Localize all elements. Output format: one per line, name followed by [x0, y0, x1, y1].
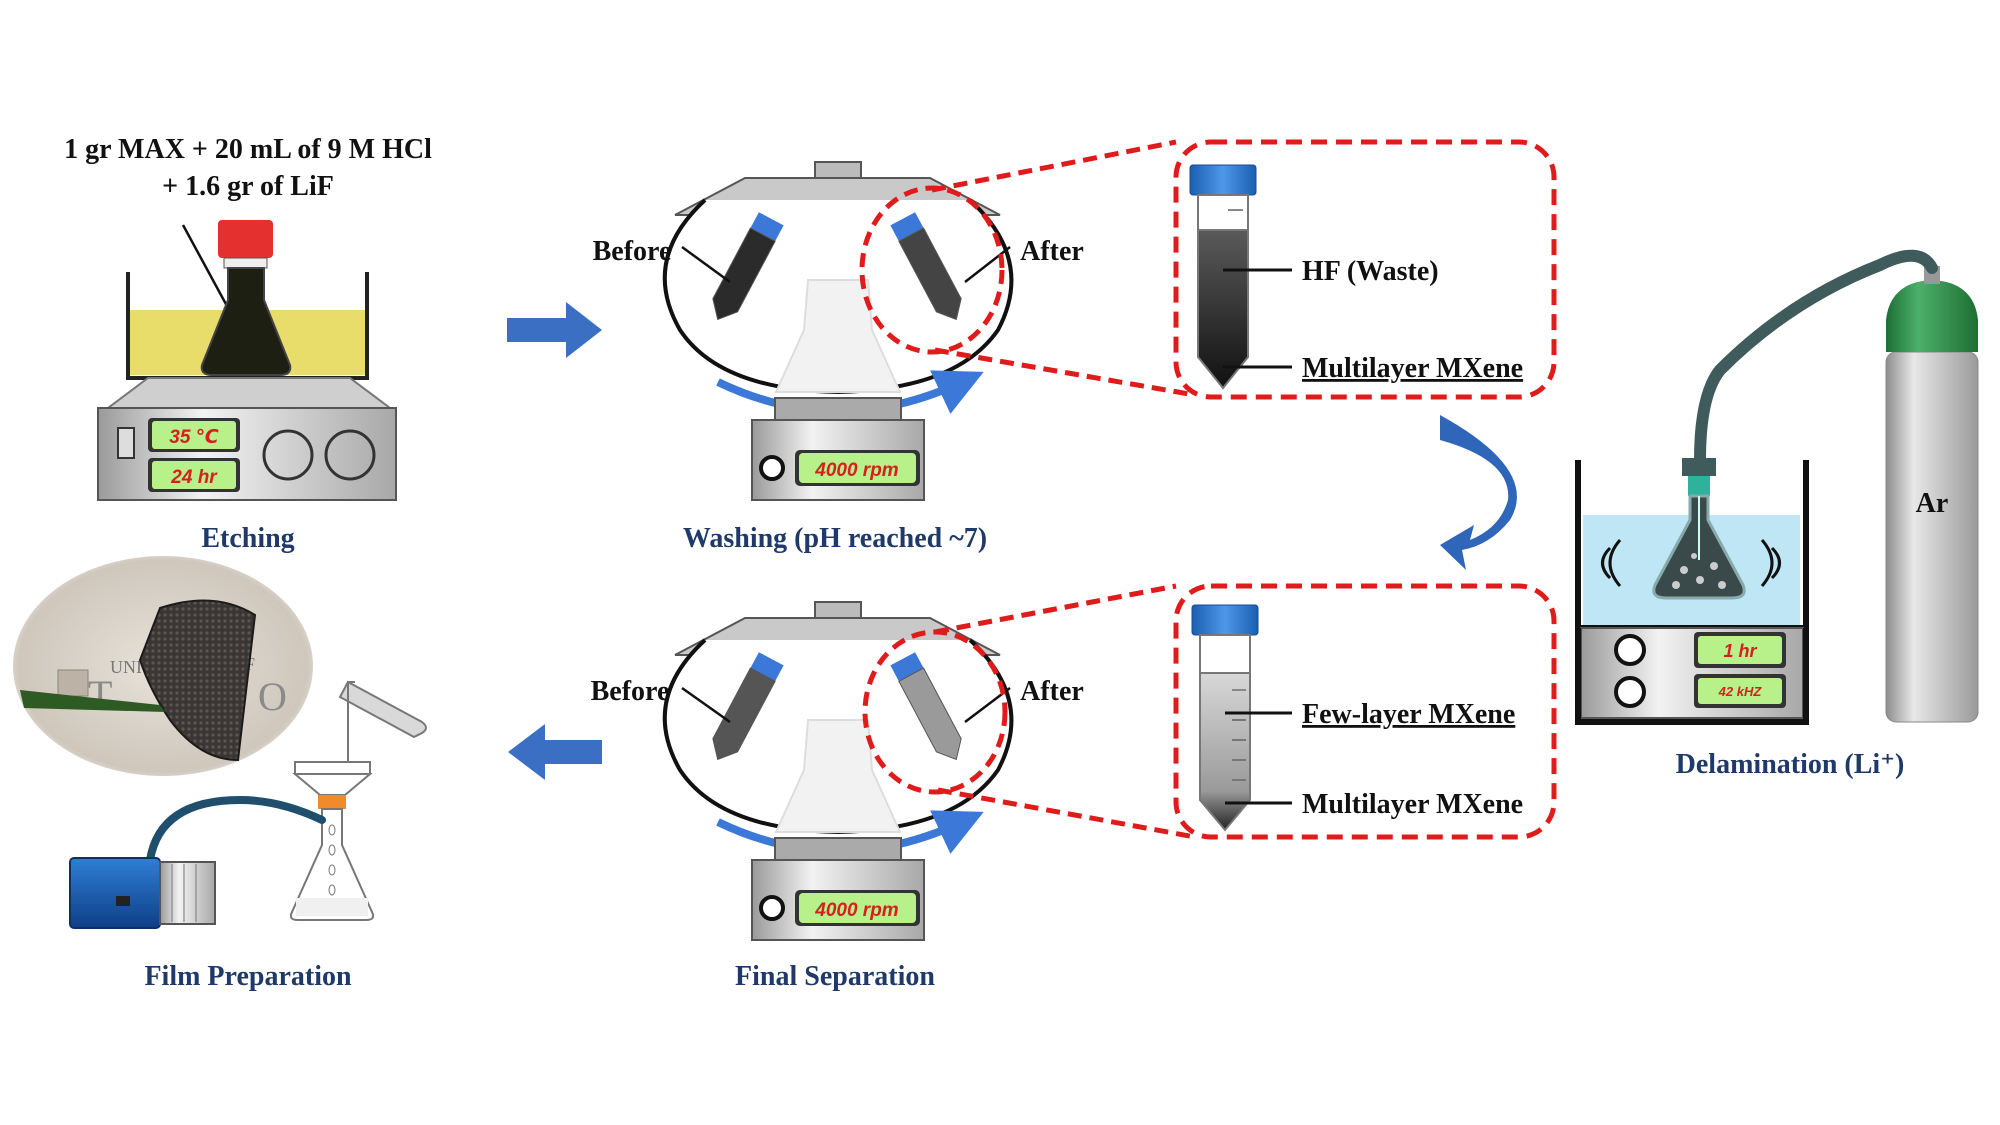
gas-hose [1694, 249, 1938, 466]
wave-icon [1760, 539, 1774, 587]
final-zoom: Few-layer MXene Multilayer MXene [862, 583, 1557, 840]
hf-waste-label: HF (Waste) [1302, 256, 1439, 287]
rpm-display: 4000 rpm [795, 890, 920, 926]
tube-detail-separated [1191, 604, 1259, 832]
tube-before [712, 212, 784, 321]
frequency-display: 42 kHZ [1694, 674, 1786, 708]
hotplate-body [97, 407, 397, 501]
vacuum-hose [146, 795, 326, 864]
tube-after [890, 212, 962, 321]
rotor-cone [774, 719, 902, 833]
washing-before-label: Before [593, 236, 672, 267]
tube-after [890, 652, 962, 761]
final-after-label: After [1020, 676, 1084, 707]
photo-text-4: O [258, 674, 287, 719]
curved-arrow-icon [1440, 415, 1517, 570]
knob-icon [1614, 634, 1646, 666]
funnel-tube [338, 680, 427, 739]
vacuum-pump-icon [69, 857, 216, 929]
delamination-flask-icon [1652, 458, 1746, 600]
few-layer-label: Few-layer MXene [1302, 699, 1515, 730]
film-preparation: UNIV OF T O Film Preparation [13, 556, 427, 992]
hotplate-top [105, 377, 393, 409]
ar-label: Ar [1916, 488, 1949, 519]
arrow-left-icon [508, 724, 602, 780]
etching-recipe-line2: + 1.6 gr of LiF [162, 171, 334, 202]
knob-icon [262, 429, 314, 481]
wave-icon [1770, 546, 1781, 580]
final-before-label: Before [591, 676, 670, 707]
washing-centrifuge: 4000 rpm Before After Washing (pH reache… [593, 161, 1084, 554]
film-caption: Film Preparation [144, 961, 352, 992]
delamination-setup: Ar 1 hr [1575, 249, 1979, 780]
etching-caption: Etching [201, 523, 294, 554]
wave-icon [1601, 546, 1612, 580]
delamination-caption: Delamination (Li⁺) [1676, 749, 1905, 780]
zoom-box [1173, 583, 1557, 840]
etching-setup: 1 gr MAX + 20 mL of 9 M HCl + 1.6 gr of … [64, 134, 432, 554]
rpm-display-text: 4000 rpm [814, 460, 899, 481]
arrow-right-icon [507, 302, 602, 358]
sonication-time-display: 1 hr [1694, 632, 1786, 668]
power-button-icon [759, 895, 785, 921]
rpm-display: 4000 rpm [795, 450, 920, 486]
tube-before [712, 652, 784, 761]
crest-icon [57, 669, 89, 697]
temp-display-text: 35 ℃ [169, 427, 218, 448]
argon-cylinder [1885, 351, 1979, 723]
washing-after-label: After [1020, 236, 1084, 267]
multilayer-label-top: Multilayer MXene [1302, 353, 1523, 384]
sonication-time-text: 1 hr [1723, 641, 1757, 661]
washing-zoom: HF (Waste) Multilayer MXene [859, 139, 1557, 400]
filter-funnel [294, 761, 371, 775]
time-display-text: 24 hr [170, 467, 218, 488]
tweezers [20, 690, 165, 712]
time-display: 24 hr [148, 458, 240, 492]
frequency-text: 42 kHZ [1718, 684, 1763, 699]
etching-recipe-line1: 1 gr MAX + 20 mL of 9 M HCl [64, 134, 432, 165]
rpm-display-text: 4000 rpm [814, 900, 899, 921]
knob-icon [1614, 676, 1646, 708]
final-separation-caption: Final Separation [735, 961, 935, 992]
filter-seal [318, 795, 346, 809]
washing-caption: Washing (pH reached ~7) [683, 523, 987, 554]
tube-detail-waste [1189, 164, 1257, 390]
temp-display: 35 ℃ [148, 418, 240, 452]
hotplate-switch [117, 427, 135, 459]
mxene-film [138, 599, 257, 762]
power-button-icon [759, 455, 785, 481]
wave-icon [1608, 539, 1622, 587]
multilayer-label-bottom: Multilayer MXene [1302, 789, 1523, 820]
zoom-box [1173, 139, 1557, 400]
final-centrifuge: 4000 rpm Before After Final Separation [591, 601, 1084, 992]
flask-icon [200, 220, 292, 376]
knob-icon [324, 429, 376, 481]
